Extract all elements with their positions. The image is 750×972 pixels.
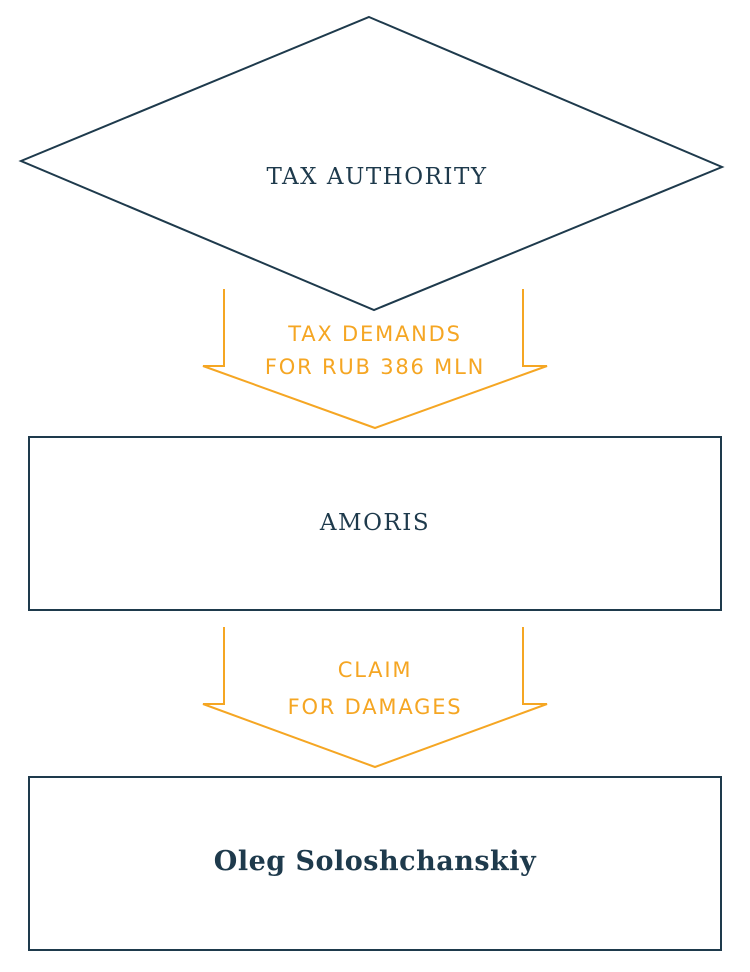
node-oleg-soloshchanskiy-label: Oleg Soloshchanskiy [214,846,537,877]
down-arrow-shape [202,627,548,769]
rectangle-shape [28,436,722,611]
edge-tax-demands-label-line-1: TAX DEMANDS [287,322,462,346]
edge-tax-demands-label-line-2: FOR RUB 386 MLN [265,355,485,379]
node-tax-authority-label: TAX AUTHORITY [266,164,487,190]
node-amoris-label: AMORIS [319,510,430,536]
edge-claim-label-line-1: CLAIM [338,658,413,682]
edge-claim-for-damages: CLAIM FOR DAMAGES [202,627,548,769]
down-arrow-shape [202,289,548,430]
diamond-shape [18,15,725,312]
rectangle-shape [28,776,722,951]
edge-claim-label-line-2: FOR DAMAGES [288,695,463,719]
edge-tax-demands: TAX DEMANDS FOR RUB 386 MLN [202,289,548,430]
node-amoris: AMORIS [28,436,722,611]
node-tax-authority: TAX AUTHORITY [18,15,725,312]
node-oleg-soloshchanskiy: Oleg Soloshchanskiy [28,776,722,951]
